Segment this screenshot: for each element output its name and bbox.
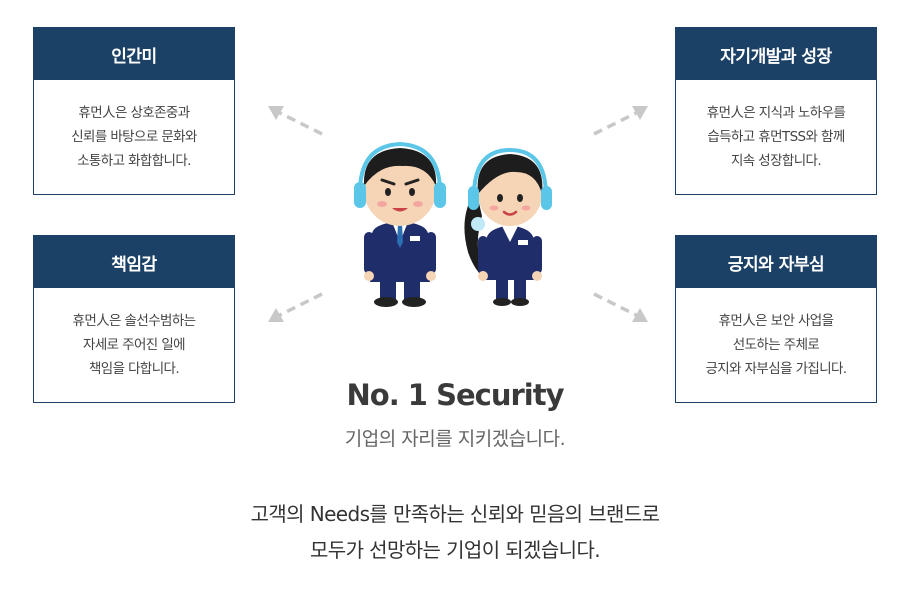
card-title: 자기개발과 성장 bbox=[676, 28, 876, 80]
slogan-subtitle: 기업의 자리를 지키겠습니다. bbox=[344, 428, 566, 450]
arrow-down-left-icon bbox=[268, 292, 323, 322]
card-description: 휴먼人은 보안 사업을 선도하는 주체로 긍지와 자부심을 가집니다. bbox=[676, 288, 876, 402]
arrow-up-left-icon bbox=[268, 106, 323, 136]
card-line: 습득하고 휴먼TSS와 함께 bbox=[707, 129, 845, 145]
card-line: 휴먼人은 상호존중과 bbox=[78, 105, 190, 121]
closing-line: 고객의 Needs를 만족하는 신뢰와 믿음의 브랜드로 bbox=[250, 502, 660, 526]
card-line: 자세로 주어진 일에 bbox=[83, 337, 186, 353]
card-title: 책임감 bbox=[34, 236, 234, 288]
card-line: 긍지와 자부심을 가집니다. bbox=[705, 361, 847, 377]
slogan-title: No. 1 Security bbox=[346, 378, 565, 412]
value-card-responsibility: 책임감 휴먼人은 솔선수범하는 자세로 주어진 일에 책임을 다합니다. bbox=[33, 235, 235, 403]
card-description: 휴먼人은 지식과 노하우를 습득하고 휴먼TSS와 함께 지속 성장합니다. bbox=[676, 80, 876, 194]
closing-line: 모두가 선망하는 기업이 되겠습니다. bbox=[309, 538, 601, 562]
female-mascot bbox=[464, 147, 552, 306]
value-card-pride: 긍지와 자부심 휴먼人은 보안 사업을 선도하는 주체로 긍지와 자부심을 가집… bbox=[675, 235, 877, 403]
card-title: 긍지와 자부심 bbox=[676, 236, 876, 288]
card-title: 인간미 bbox=[34, 28, 234, 80]
card-line: 휴먼人은 솔선수범하는 bbox=[72, 313, 197, 329]
value-card-humanity: 인간미 휴먼人은 상호존중과 신뢰를 바탕으로 문화와 소통하고 화합합니다. bbox=[33, 27, 235, 195]
card-description: 휴먼人은 솔선수범하는 자세로 주어진 일에 책임을 다합니다. bbox=[34, 288, 234, 402]
male-mascot bbox=[354, 141, 446, 307]
card-line: 선도하는 주체로 bbox=[732, 337, 820, 353]
card-line: 지속 성장합니다. bbox=[730, 153, 822, 169]
card-line: 휴먼人은 지식과 노하우를 bbox=[706, 105, 846, 121]
card-description: 휴먼人은 상호존중과 신뢰를 바탕으로 문화와 소통하고 화합합니다. bbox=[34, 80, 234, 194]
card-line: 휴먼人은 보안 사업을 bbox=[718, 313, 834, 329]
value-card-growth: 자기개발과 성장 휴먼人은 지식과 노하우를 습득하고 휴먼TSS와 함께 지속… bbox=[675, 27, 877, 195]
card-line: 신뢰를 바탕으로 문화와 bbox=[71, 129, 197, 145]
mascot-illustration bbox=[354, 141, 552, 307]
card-line: 책임을 다합니다. bbox=[88, 361, 180, 377]
arrow-down-right-icon bbox=[593, 292, 648, 322]
card-line: 소통하고 화합합니다. bbox=[77, 153, 191, 169]
closing-statement: 고객의 Needs를 만족하는 신뢰와 믿음의 브랜드로 모두가 선망하는 기업… bbox=[0, 496, 910, 568]
arrow-up-right-icon bbox=[593, 106, 648, 136]
